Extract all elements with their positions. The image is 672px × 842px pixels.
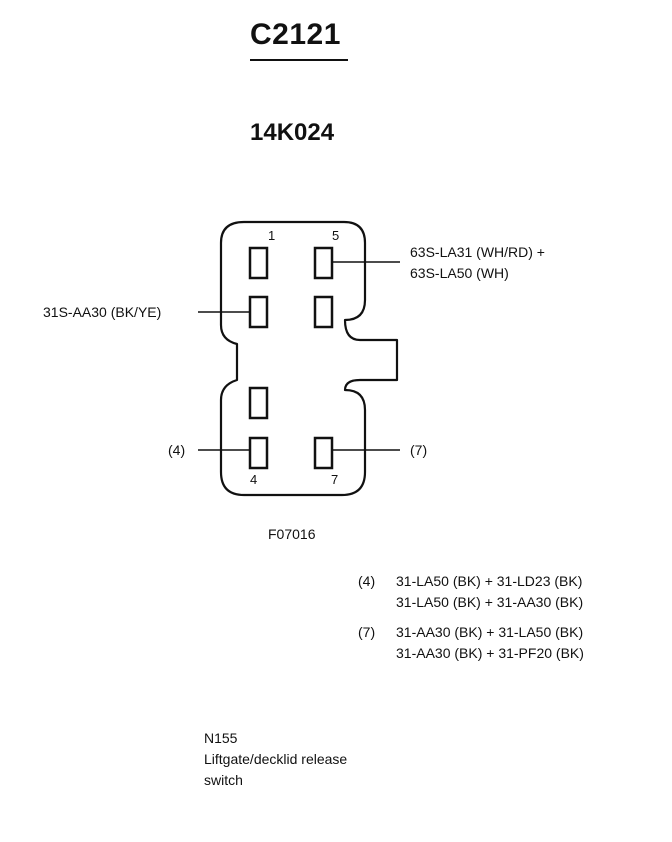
- pin4-ref-label: (4): [168, 442, 186, 458]
- component-code: N155: [204, 730, 238, 746]
- pin-number-1: 1: [268, 228, 276, 243]
- pin-slot-2: [248, 295, 269, 329]
- pin5-wire-label-1: 63S-LA31 (WH/RD) +: [410, 244, 545, 260]
- component-name-line2: switch: [204, 772, 243, 788]
- pin-slot-3: [248, 386, 269, 420]
- pin7-ref-label: (7): [410, 442, 428, 458]
- pin-slot-4: [248, 436, 269, 470]
- note-pin4-ref: (4): [358, 573, 376, 589]
- pin-number-5: 5: [332, 228, 340, 243]
- connector-body-outline: [219, 220, 399, 497]
- pin-slot-7: [313, 436, 334, 470]
- pin-slot-5: [313, 246, 334, 280]
- component-name-line1: Liftgate/decklid release: [204, 751, 348, 767]
- pin-number-7: 7: [331, 472, 339, 487]
- pin2-wire-label: 31S-AA30 (BK/YE): [43, 304, 162, 320]
- pin-number-4: 4: [250, 472, 258, 487]
- pin5-wire-label-2: 63S-LA50 (WH): [410, 265, 509, 281]
- pin-slot-1: [248, 246, 269, 280]
- note-pin4-line1: 31-LA50 (BK) + 31-LD23 (BK): [396, 573, 583, 589]
- pin-slot-6: [313, 295, 334, 329]
- note-pin7-ref: (7): [358, 624, 376, 640]
- note-pin7-line1: 31-AA30 (BK) + 31-LA50 (BK): [396, 624, 584, 640]
- title-underline: [250, 59, 348, 61]
- part-number: 14K024: [250, 119, 335, 146]
- note-pin7-line2: 31-AA30 (BK) + 31-PF20 (BK): [396, 645, 584, 661]
- connector-title: C2121: [250, 18, 341, 51]
- note-pin4-line2: 31-LA50 (BK) + 31-AA30 (BK): [396, 594, 584, 610]
- figure-reference: F07016: [268, 526, 316, 542]
